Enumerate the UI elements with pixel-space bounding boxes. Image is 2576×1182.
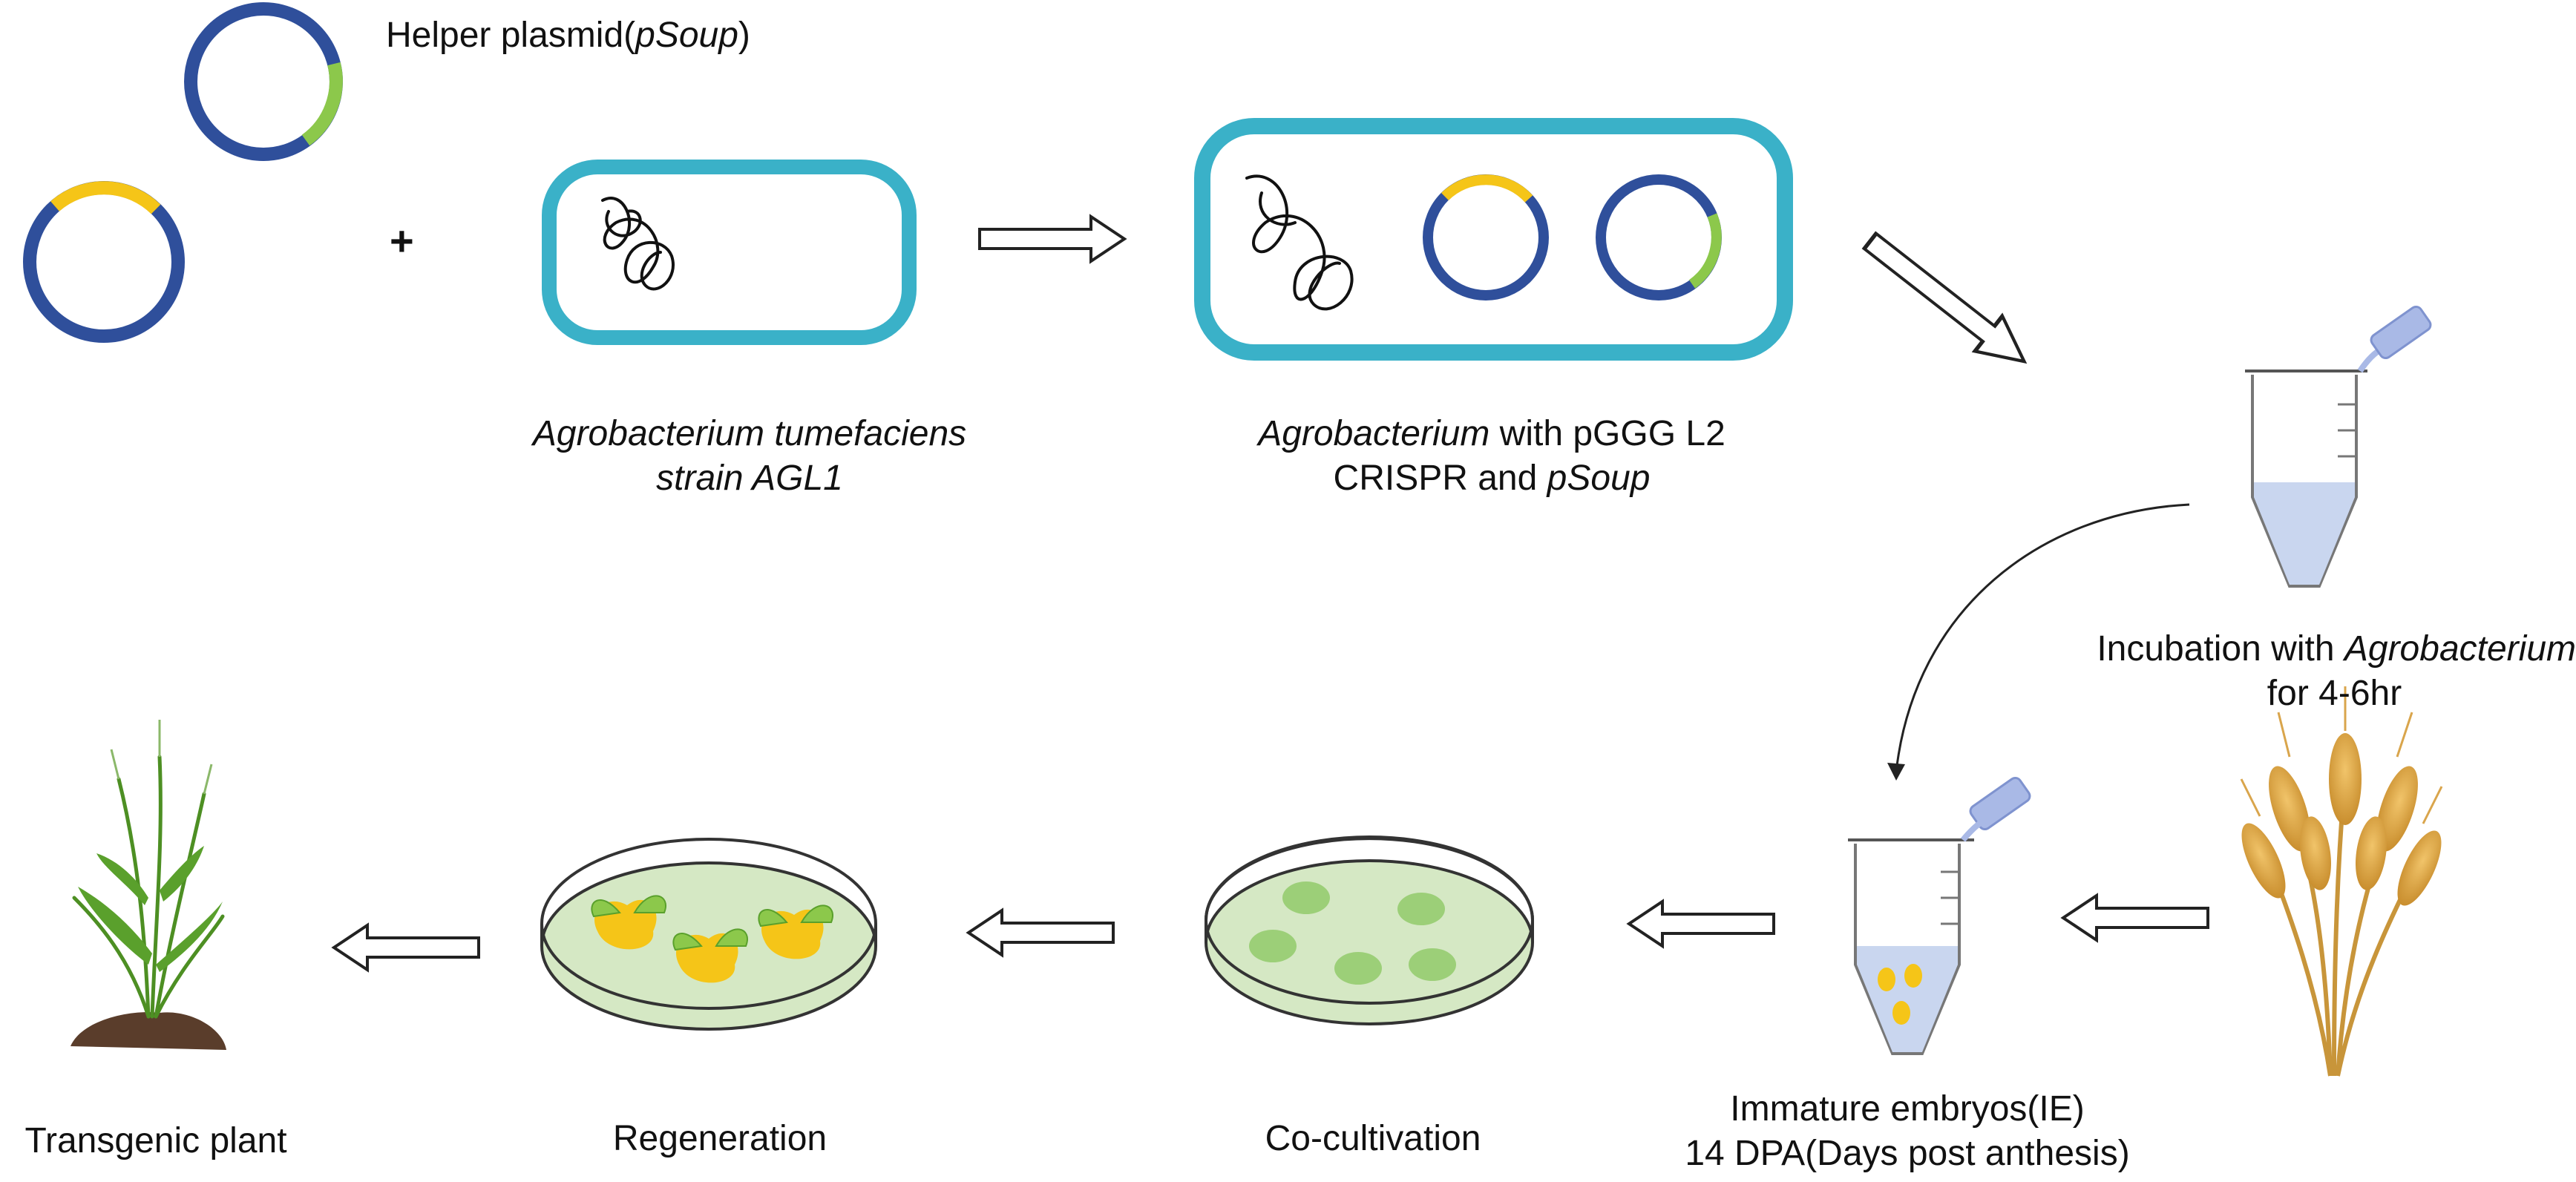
callus-1	[591, 895, 666, 950]
arrow-to-regeneration	[967, 909, 1115, 956]
agrobacterium-agl1-label: Agrobacterium tumefaciens strain AGL1	[505, 412, 994, 501]
chromosome-scribble-2	[1245, 174, 1354, 311]
helper-label-prefix: Helper plasmid(	[386, 16, 636, 55]
callus-2	[672, 928, 748, 983]
arrow-to-cocultivation	[1628, 900, 1775, 948]
agro-label-line2: strain AGL1	[656, 459, 843, 498]
helper-plasmid-psoup	[184, 2, 343, 161]
transgenic-plant-icon	[71, 720, 226, 1050]
cocultivation-plate	[1205, 835, 1534, 1025]
agrobacterium-with-plasmids-label: Agrobacterium with pGGG L2 CRISPR and pS…	[1195, 412, 1789, 501]
ie-line2: 14 DPA(Days post anthesis)	[1685, 1134, 2130, 1173]
agrobacterium-cell-agl1	[542, 160, 917, 345]
callus-3	[758, 904, 833, 959]
regeneration-label: Regeneration	[612, 1119, 827, 1158]
arrow-wheat-to-embryos	[2062, 894, 2209, 942]
agro-with-italic: Agrobacterium	[1258, 414, 1490, 453]
crispr-plasmid	[23, 181, 185, 343]
embryo-tube	[1848, 776, 2031, 1055]
helper-label-italic: pSoup	[635, 16, 738, 55]
arrow-transform	[978, 215, 1126, 263]
wheat-icon	[2240, 686, 2443, 1077]
psoup-plasmid-in-cell	[1596, 174, 1722, 301]
agro-with-rest: with pGGG L2	[1489, 414, 1725, 453]
arrow-to-transgenic	[332, 924, 480, 971]
incubation-prefix: Incubation with	[2097, 629, 2344, 669]
incubation-label: Incubation with Agrobacterium for 4-6hr	[2004, 627, 2576, 716]
agro-with-line1: Agrobacterium with pGGG L2	[1195, 412, 1789, 456]
agrobacterium-cell-with-plasmids	[1194, 118, 1793, 361]
incubation-line1: Incubation with Agrobacterium	[2004, 627, 2576, 672]
crispr-italic: pSoup	[1547, 459, 1651, 498]
helper-label-suffix: )	[738, 16, 750, 55]
agro-with-line2: CRISPR and pSoup	[1195, 456, 1789, 501]
incubation-tube	[2245, 305, 2432, 588]
incubation-line2: for 4-6hr	[2267, 674, 2402, 713]
agro-label-line1: Agrobacterium tumefaciens	[532, 414, 967, 453]
crispr-plasmid-in-cell	[1423, 174, 1549, 301]
transgenic-plant-label: Transgenic plant	[24, 1121, 287, 1160]
incubation-italic: Agrobacterium	[2344, 629, 2576, 669]
plus-sign: +	[390, 217, 414, 264]
helper-plasmid-label: Helper plasmid(pSoup)	[386, 13, 750, 58]
curved-arrow	[1887, 503, 2190, 781]
ie-line1: Immature embryos(IE)	[1730, 1089, 2085, 1129]
immature-embryos-label: Immature embryos(IE) 14 DPA(Days post an…	[1618, 1087, 2197, 1176]
arrow-to-incubation	[1857, 223, 2038, 378]
crispr-prefix: CRISPR and	[1333, 459, 1547, 498]
chromosome-scribble	[601, 197, 675, 291]
regeneration-plate	[540, 838, 877, 1031]
cocultivation-label: Co-cultivation	[1265, 1119, 1481, 1158]
